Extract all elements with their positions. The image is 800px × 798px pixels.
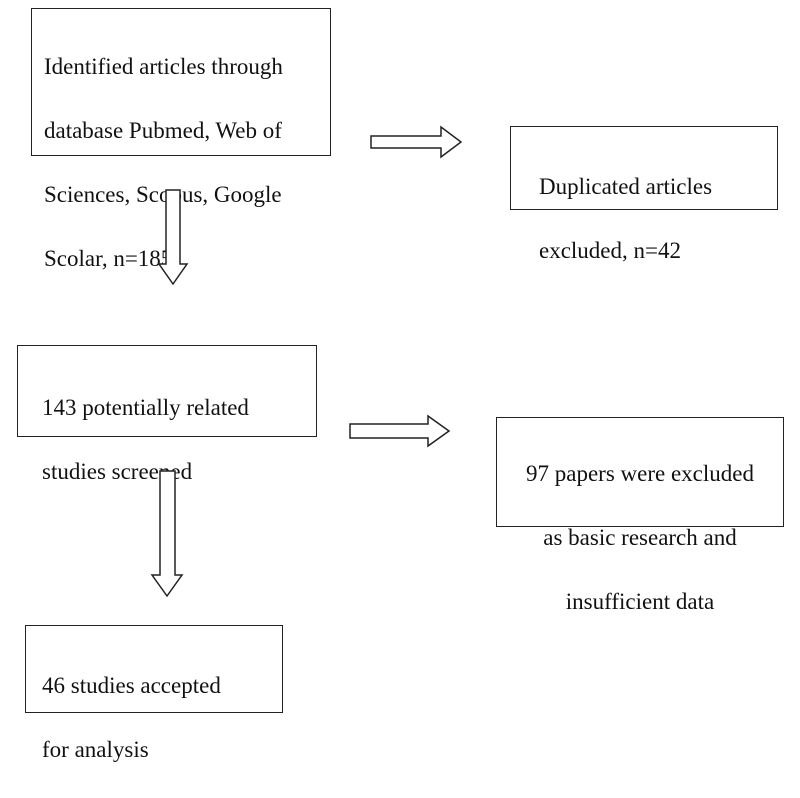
identified-line-1: Identified articles through [44,54,283,79]
arrow-down-to-screened [157,189,189,286]
screened-studies-text: 143 potentially related studies screened [42,360,249,520]
arrow-right-to-excluded [349,414,451,448]
identified-line-2: database Pubmed, Web of [44,118,282,143]
duplicated-line-1: Duplicated articles [539,174,713,199]
arrow-down-to-accepted [150,470,184,598]
excluded-line-2: as basic research and [543,525,737,550]
excluded-papers-text: 97 papers were excluded as basic researc… [497,426,783,650]
accepted-line-2: for analysis [42,737,149,762]
accepted-line-1: 46 studies accepted [42,673,221,698]
flow-arrows [150,125,463,598]
excluded-line-1: 97 papers were excluded [526,461,754,486]
arrow-right-to-duplicates [370,125,463,159]
duplicated-articles-box: Duplicated articles excluded, n=42 [510,126,778,263]
duplicated-articles-text: Duplicated articles excluded, n=42 [539,139,712,299]
excluded-line-3: insufficient data [565,589,715,614]
screened-line-2: studies screened [42,459,193,484]
screened-line-1: 143 potentially related [42,395,249,420]
excluded-papers-box: 97 papers were excluded as basic researc… [496,417,784,614]
duplicated-line-2: excluded, n=42 [539,238,681,263]
screened-studies-box: 143 potentially related studies screened [17,345,317,484]
